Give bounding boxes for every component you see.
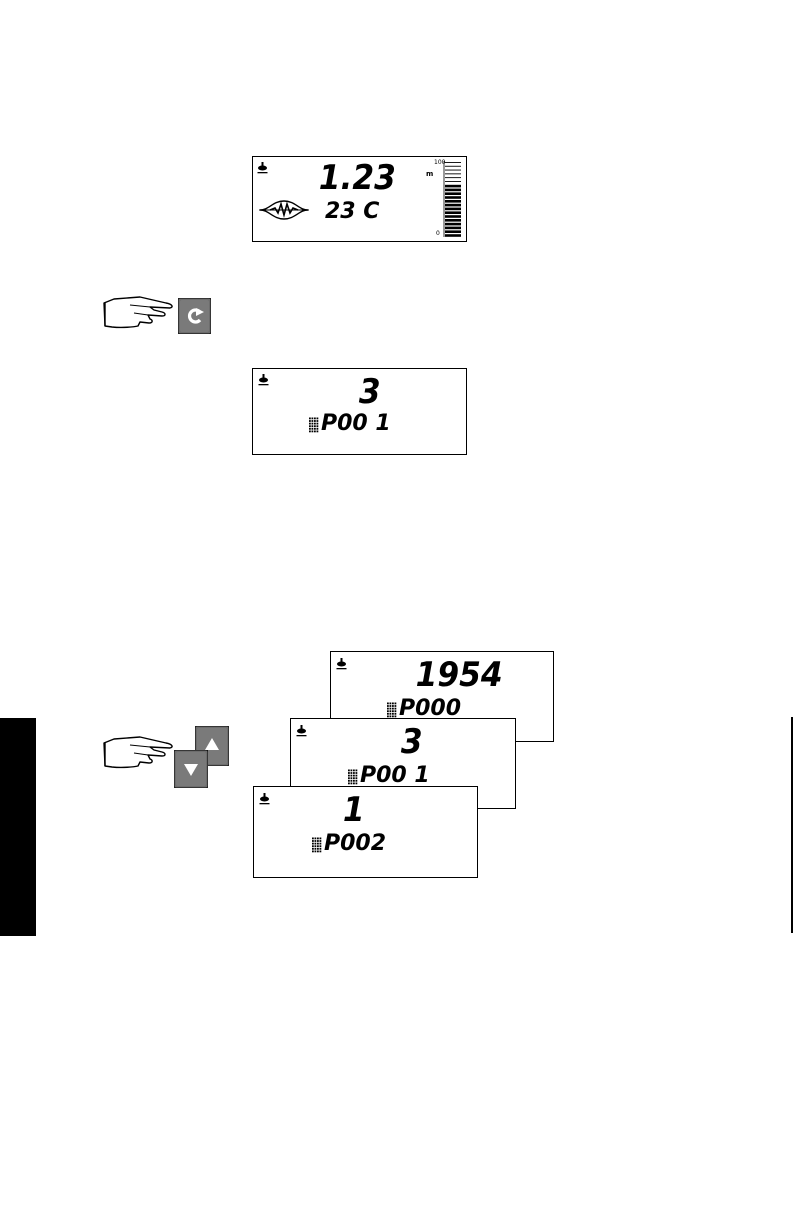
transducer-icon [258,374,269,386]
bar-segment-filled [445,234,461,237]
lcd-stack-p002: 1 P002 [253,786,478,878]
level-unit: m [426,171,433,178]
parameter-grid-icon [312,837,322,853]
bar-segment-filled [445,196,461,199]
echo-wave-icon [259,199,309,221]
bar-segment-filled [445,211,461,214]
bar-segment-filled [445,200,461,203]
hand-pointer-icon [100,733,178,773]
level-value: 1.23 [319,161,396,195]
bar-segment-filled [445,192,461,195]
parameter-grid-icon [348,769,358,785]
bar-segment-filled [445,215,461,218]
bar-segment-filled [445,230,461,233]
section-thumb-tab [0,718,36,936]
bar-segment-filled [445,185,461,188]
bar-segment-filled [445,227,461,230]
lcd-p001-display: 3 P00 1 [252,368,467,455]
mode-key[interactable] [178,298,211,334]
bar-segment-filled [445,204,461,207]
transducer-icon [257,162,268,174]
bar-segment-empty [445,177,461,178]
bar-segment-empty [445,162,461,163]
bar-segment-filled [445,208,461,211]
transducer-icon [336,658,347,670]
bar-segment-empty [445,173,461,174]
parameter-grid-icon [387,702,397,718]
level-bargraph [443,161,463,237]
lcd-main-display: 1.23 m 23 C 100 0 [252,156,467,242]
down-key[interactable] [174,750,208,788]
parameter-value: 1 [343,793,365,827]
parameter-number: P002 [324,833,386,855]
parameter-value: 3 [359,375,381,409]
parameter-number: P00 1 [360,765,430,787]
transducer-icon [259,793,270,805]
parameter-number: P000 [399,698,461,720]
bar-segment-filled [445,223,461,226]
arrow-down-icon [174,750,208,788]
bar-segment-empty [445,181,461,182]
bar-segment-filled [445,189,461,192]
parameter-number: P00 1 [321,413,391,435]
parameter-grid-icon [309,417,319,433]
rotate-arrow-icon [178,298,211,334]
parameter-value: 3 [401,725,423,759]
bar-segment-filled [445,219,461,222]
transducer-icon [296,725,307,737]
bar-scale-bottom: 0 [436,231,440,237]
bar-segment-empty [445,166,461,167]
parameter-value: 1954 [416,658,503,692]
bar-segment-empty [445,170,461,171]
hand-pointer-icon [100,293,178,333]
temperature-value: 23 C [325,201,379,223]
